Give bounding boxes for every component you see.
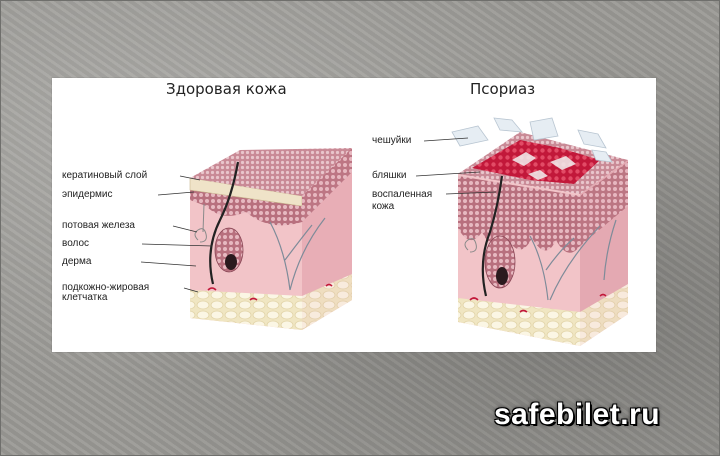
label-plaques: бляшки <box>372 170 407 181</box>
label-epidermis: эпидермис <box>62 189 113 200</box>
healthy-skin-title: Здоровая кожа <box>166 80 287 98</box>
label-inflamed-1: воспаленная <box>372 189 433 200</box>
psoriasis-label-lines <box>415 137 497 195</box>
psoriasis-hair <box>481 175 504 297</box>
label-hair: волос <box>62 238 90 249</box>
psoriasis-fat-layer <box>458 298 580 346</box>
psoriasis-title: Псориаз <box>470 80 536 98</box>
label-dermis: дерма <box>62 256 92 267</box>
psoriasis-skin-block <box>451 117 628 346</box>
scale-1 <box>451 125 489 147</box>
psoriasis-sweat-gland <box>464 238 477 253</box>
healthy-bulb <box>225 254 237 270</box>
healthy-fat-side <box>302 274 352 330</box>
scale-5 <box>591 149 613 163</box>
label-keratin-layer: кератиновый слой <box>62 170 148 181</box>
label-inflamed-2: кожа <box>372 201 395 212</box>
scale-4 <box>577 129 607 149</box>
healthy-side-epidermis <box>302 148 352 222</box>
scale-2 <box>493 117 523 133</box>
healthy-vessels <box>269 217 326 291</box>
healthy-top-surface <box>190 148 352 196</box>
healthy-label-lines <box>140 175 213 293</box>
healthy-blood-spots <box>207 283 333 301</box>
scale-3 <box>529 117 559 141</box>
psoriasis-plaques <box>472 140 600 184</box>
site-watermark: safebilet.ru <box>494 398 661 431</box>
healthy-skin-block <box>189 148 352 330</box>
label-sweat-gland: потовая железа <box>62 220 135 231</box>
healthy-fat-layer <box>190 290 302 330</box>
psoriasis-vessels <box>529 219 617 301</box>
healthy-hair <box>209 161 240 285</box>
label-scales: чешуйки <box>372 135 412 146</box>
label-subcutaneous-1: подкожно-жировая <box>62 282 150 293</box>
label-subcutaneous-2: клетчатка <box>62 292 108 303</box>
